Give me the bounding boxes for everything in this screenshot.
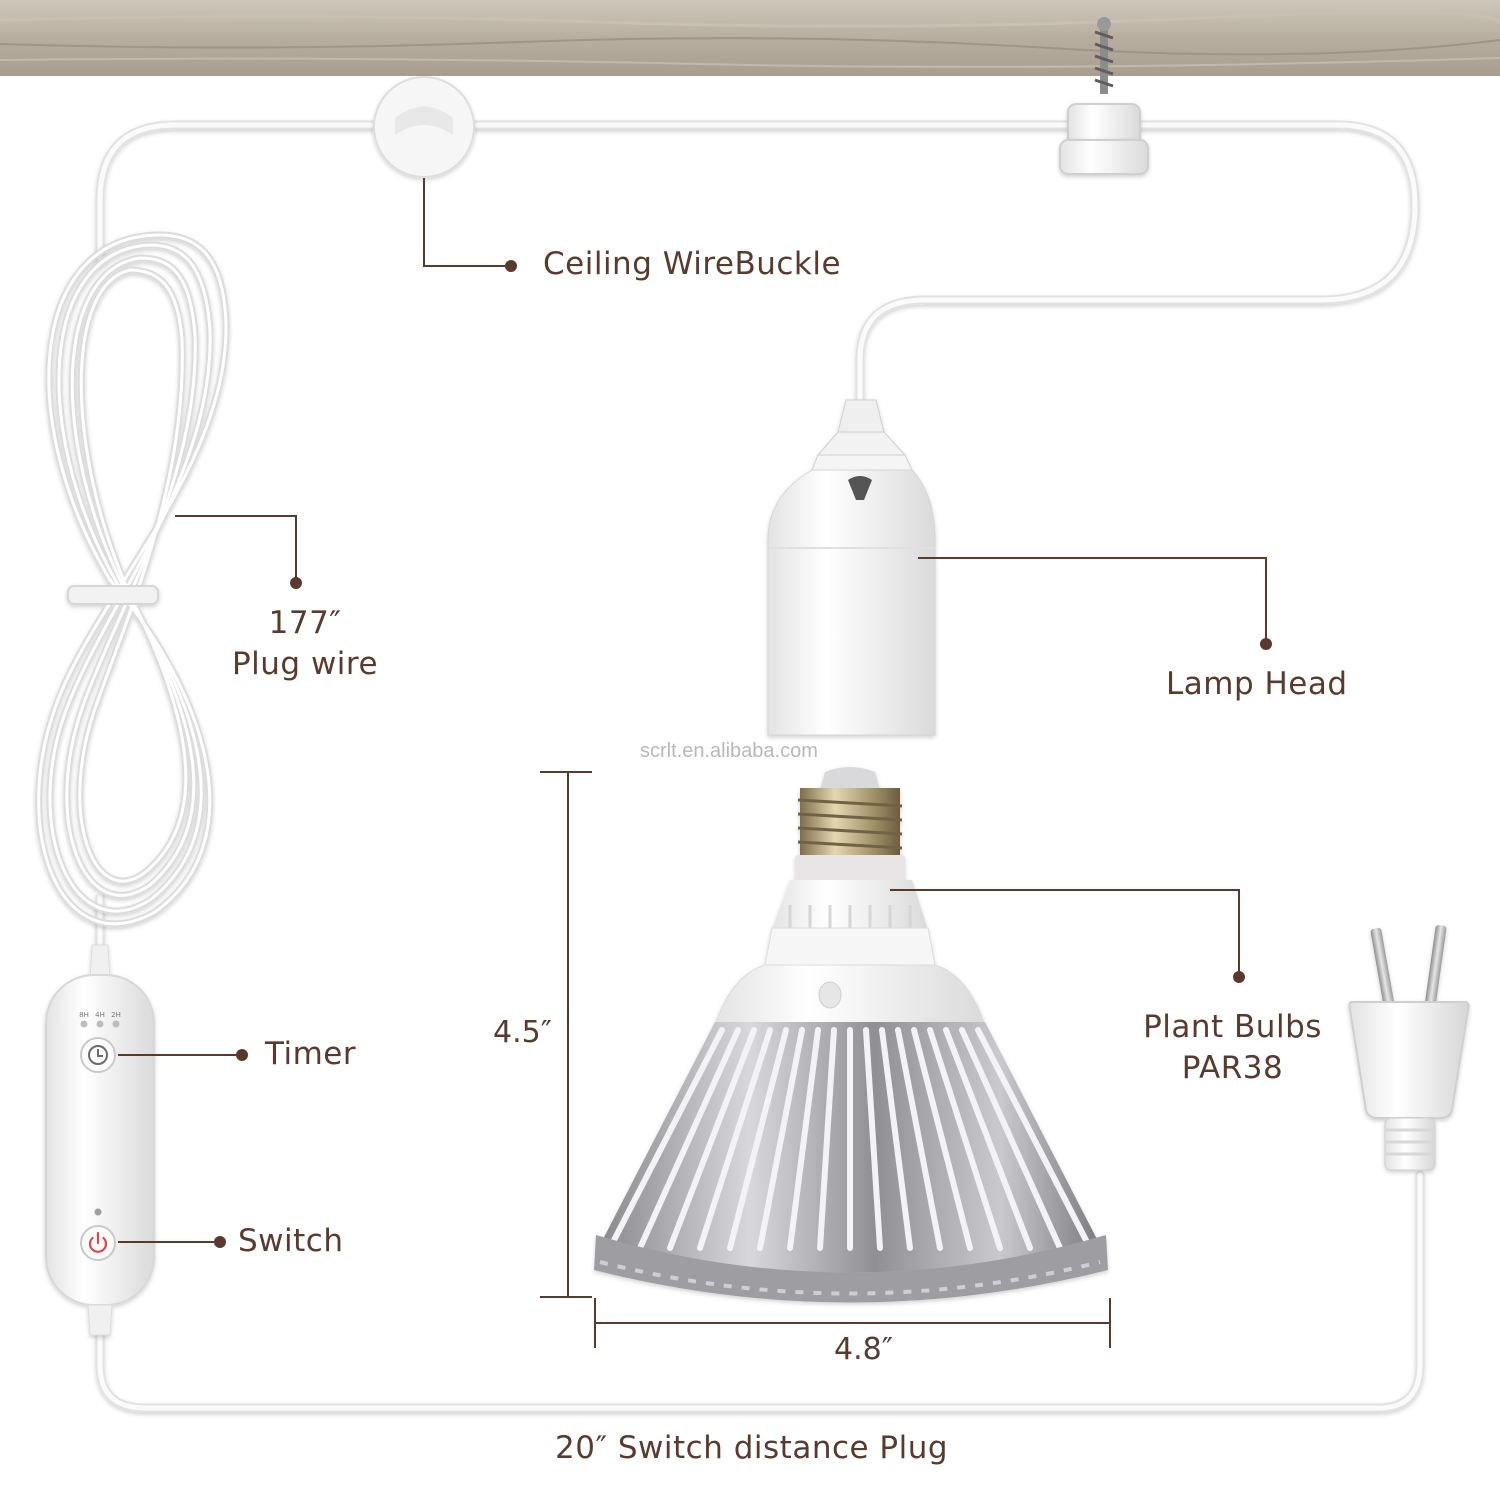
us-plug-icon <box>1348 925 1470 1171</box>
leader-lines <box>118 178 1267 1243</box>
label-plug-wire-group: 177″ Plug wire <box>200 603 410 685</box>
ceiling-beam <box>0 0 1500 76</box>
cable-tie <box>67 585 159 605</box>
label-switch: Switch <box>238 1223 344 1259</box>
label-timer: Timer <box>265 1036 357 1072</box>
label-plug-wire-length: 177″ <box>268 605 342 641</box>
status-led <box>94 1208 102 1216</box>
label-plant-bulbs-group: Plant Bulbs PAR38 <box>1120 1007 1345 1089</box>
leader-dots <box>214 260 1272 1248</box>
ceiling-hook-icon <box>1059 17 1149 175</box>
timer-option-2h: 2H <box>111 1011 121 1019</box>
clock-icon <box>88 1045 108 1065</box>
dimension-width: 4.8″ <box>834 1332 893 1367</box>
dimension-lines <box>540 771 1111 1348</box>
power-button[interactable] <box>80 1225 116 1261</box>
label-plant-bulbs: Plant Bulbs <box>1143 1009 1322 1045</box>
lamp-head <box>767 399 936 736</box>
label-plug-wire: Plug wire <box>231 645 379 682</box>
coiled-plug-wire <box>35 231 230 928</box>
ceiling-wire-buckle <box>373 76 475 178</box>
power-icon <box>88 1231 108 1253</box>
watermark: scrlt.en.alibaba.com <box>640 740 818 762</box>
par38-bulb <box>594 767 1108 1303</box>
label-bulb-type: PAR38 <box>1181 1049 1284 1086</box>
timer-option-8h: 8H <box>79 1011 89 1019</box>
timer-controller: 8H 4H 2H <box>45 944 155 1336</box>
timer-indicators: 8H 4H 2H <box>79 1011 121 1028</box>
dimension-height: 4.5″ <box>493 1015 552 1050</box>
label-switch-distance: 20″ Switch distance Plug <box>555 1430 949 1466</box>
label-lamp-head: Lamp Head <box>1166 666 1348 702</box>
timer-option-4h: 4H <box>95 1011 105 1019</box>
timer-button[interactable] <box>80 1037 116 1073</box>
label-ceiling-wire-buckle: Ceiling WireBuckle <box>543 246 842 282</box>
